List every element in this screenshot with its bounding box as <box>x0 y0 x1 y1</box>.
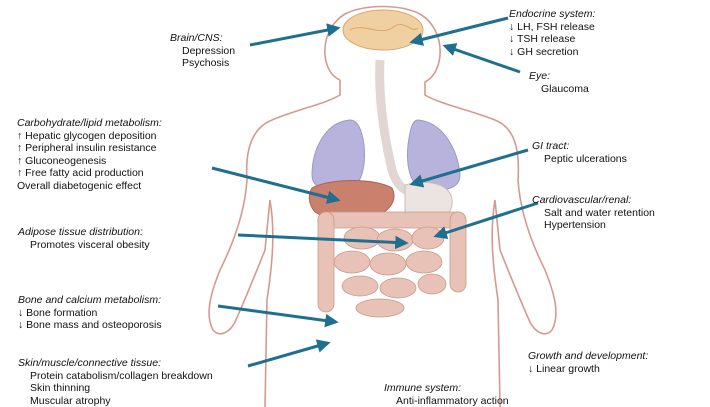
arrow-brain <box>250 28 338 45</box>
endocrine-heading: Endocrine system: <box>509 8 595 21</box>
cardio-heading: Cardiovascular/renal: <box>532 194 655 207</box>
gi-line-1: Peptic ulcerations <box>532 153 627 166</box>
growth-heading: Growth and development: <box>528 350 648 363</box>
arrow-skin <box>248 343 328 366</box>
cardio-line-2: Hypertension <box>532 219 655 232</box>
brain <box>343 10 423 50</box>
intestines <box>318 212 466 317</box>
endocrine-line-3: ↓ GH secretion <box>509 46 595 59</box>
skin-label: Skin/muscle/connective tissue: Protein c… <box>18 357 213 407</box>
immune-heading: Immune system: <box>384 382 509 395</box>
cardio-label: Cardiovascular/renal: Salt and water ret… <box>532 194 655 232</box>
gi-heading: GI tract: <box>532 140 627 153</box>
carb-line-3: ↑ Gluconeogenesis <box>17 155 162 168</box>
cardio-line-1: Salt and water retention <box>532 207 655 220</box>
eye-heading: Eye: <box>529 70 589 83</box>
bone-label: Bone and calcium metabolism: ↓ Bone form… <box>18 294 162 332</box>
right-lung <box>408 120 460 190</box>
carb-line-1: ↑ Hepatic glycogen deposition <box>17 130 162 143</box>
endocrine-line-2: ↓ TSH release <box>509 33 595 46</box>
skin-line-3: Muscular atrophy <box>18 395 213 407</box>
immune-line-1: Anti-inflammatory action <box>384 395 509 407</box>
brain-line-2: Psychosis <box>170 57 235 70</box>
brain-heading: Brain/CNS: <box>170 32 235 45</box>
bone-heading: Bone and calcium metabolism: <box>18 294 162 307</box>
eye-label: Eye: Glaucoma <box>529 70 589 95</box>
carb-label: Carbohydrate/lipid metabolism: ↑ Hepatic… <box>17 117 162 192</box>
adipose-line-1: Promotes visceral obesity <box>18 239 150 252</box>
skin-line-2: Skin thinning <box>18 382 213 395</box>
carb-line-4: ↑ Free fatty acid production <box>17 167 162 180</box>
endocrine-label: Endocrine system: ↓ LH, FSH release ↓ TS… <box>509 8 595 58</box>
gi-label: GI tract: Peptic ulcerations <box>532 140 627 165</box>
adipose-label: Adipose tissue distribution: Promotes vi… <box>18 226 150 251</box>
brain-line-1: Depression <box>170 45 235 58</box>
carb-heading: Carbohydrate/lipid metabolism: <box>17 117 162 130</box>
skin-line-1: Protein catabolism/collagen breakdown <box>18 370 213 383</box>
left-lung <box>312 120 364 190</box>
arrow-endocrine <box>412 18 508 42</box>
growth-label: Growth and development: ↓ Linear growth <box>528 350 648 375</box>
growth-line-1: ↓ Linear growth <box>528 363 648 376</box>
skin-heading: Skin/muscle/connective tissue: <box>18 357 213 370</box>
adipose-heading: Adipose tissue distribution: <box>18 226 150 239</box>
immune-label: Immune system: Anti-inflammatory action <box>384 382 509 407</box>
bone-line-1: ↓ Bone formation <box>18 307 162 320</box>
bone-line-2: ↓ Bone mass and osteoporosis <box>18 319 162 332</box>
brain-label: Brain/CNS: Depression Psychosis <box>170 32 235 70</box>
endocrine-line-1: ↓ LH, FSH release <box>509 21 595 34</box>
carb-line-2: ↑ Peripheral insulin resistance <box>17 142 162 155</box>
eye-line-1: Glaucoma <box>529 83 589 96</box>
carb-line-5: Overall diabetogenic effect <box>17 180 162 193</box>
